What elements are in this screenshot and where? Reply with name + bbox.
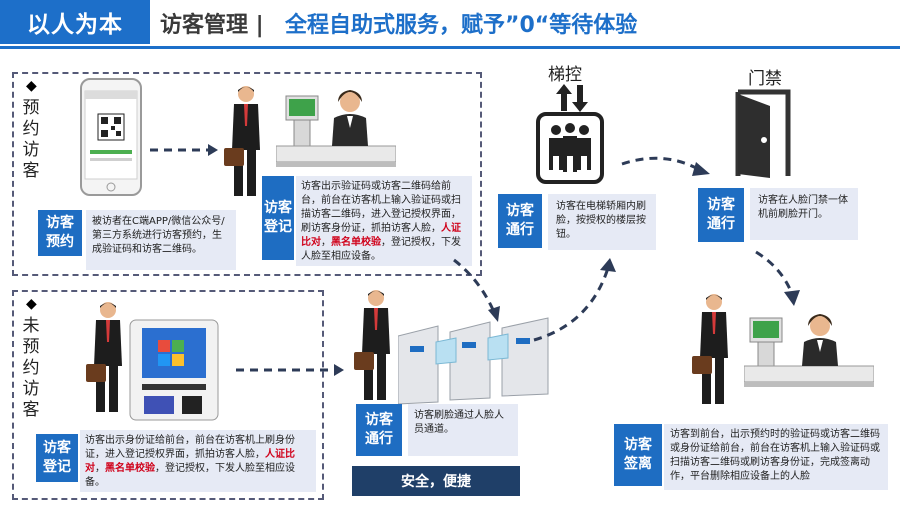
reserved-section-title: 预 约 访 客 xyxy=(22,98,40,182)
reserved-title-char: 客 xyxy=(22,161,40,182)
elevator-icon xyxy=(536,112,604,184)
label-line: 访客 xyxy=(707,196,735,215)
page-title: 访客管理 | xyxy=(160,7,264,39)
label-line: 登记 xyxy=(264,218,292,237)
label-line: 访客 xyxy=(624,436,652,455)
step-label-pass-door: 访客 通行 xyxy=(698,188,744,242)
step-label-reserve: 访客预约 xyxy=(38,210,82,256)
label-line: 访客 xyxy=(365,411,393,430)
receptionist-icon xyxy=(328,88,372,148)
step-desc-register-unreserved: 访客出示身份证给前台，前台在访客机上刷身份证，进入登记授权界面，抓拍访客人脸，人… xyxy=(80,430,316,492)
flow-arrow xyxy=(530,254,620,346)
step-label-pass-elevator: 访客 通行 xyxy=(498,194,542,248)
reserved-bullet: ◆ xyxy=(26,78,37,94)
title-divider xyxy=(0,46,900,49)
label-line: 访客 xyxy=(506,202,534,221)
label-line: 签离 xyxy=(624,455,652,474)
label-line: 通行 xyxy=(707,215,735,234)
businessman-icon xyxy=(352,288,396,408)
highlight-blacklist-check: 黑名单校验 xyxy=(105,463,155,474)
step-label-register-reserved: 访客 登记 xyxy=(262,176,294,260)
desc-text: 访客出示验证码或访客二维码给前台，前台在访客机上输入验证码或扫描访客二维码，进入… xyxy=(301,181,461,234)
step-label-checkout: 访客 签离 xyxy=(614,424,662,486)
unreserved-bullet: ◆ xyxy=(26,296,37,312)
flow-arrow xyxy=(450,256,510,326)
page-subtitle: 全程自助式服务，赋予”0“等待体验 xyxy=(285,7,637,39)
label-line: 访客 xyxy=(43,439,71,458)
flow-arrow xyxy=(234,362,346,378)
step-label-register-unreserved: 访客 登记 xyxy=(36,434,78,482)
label-line: 通行 xyxy=(365,430,393,449)
desc-sep: ， xyxy=(321,237,331,248)
reserved-title-char: 预 xyxy=(22,98,40,119)
unreserved-title-char: 预 xyxy=(22,337,40,358)
label-line: 访客 xyxy=(46,215,74,231)
step-desc-reserve: 被访者在C端APP/微信公众号/第三方系统进行访客预约，生成验证码和访客二维码。 xyxy=(86,210,236,270)
desc-sep: ， xyxy=(95,463,105,474)
step-desc-checkout: 访客到前台，出示预约时的验证码或访客二维码或身份证给前台，前台在访客机上输入验证… xyxy=(664,424,888,490)
unreserved-title-char: 约 xyxy=(22,358,40,379)
label-line: 登记 xyxy=(43,458,71,477)
header-tag: 以人为本 xyxy=(0,0,150,44)
unreserved-title-char: 访 xyxy=(22,379,40,400)
label-line: 通行 xyxy=(506,221,534,240)
door-caption: 门禁 xyxy=(748,64,782,89)
unreserved-title-char: 客 xyxy=(22,400,40,421)
kiosk-icon xyxy=(128,318,222,422)
desc-text: 访客出示身份证给前台，前台在访客机上刷身份证，进入登记授权界面，抓拍访客人脸， xyxy=(85,435,295,460)
door-icon xyxy=(730,88,794,180)
businessman-icon xyxy=(222,84,266,204)
reserved-title-char: 访 xyxy=(22,140,40,161)
step-desc-pass-door: 访客在人脸门禁一体机前刷脸开门。 xyxy=(750,188,858,240)
receptionist-icon xyxy=(798,312,842,368)
safe-banner: 安全，便捷 xyxy=(352,466,520,496)
businessman-icon xyxy=(690,292,734,412)
unreserved-section-title: 未 预 约 访 客 xyxy=(22,316,40,421)
up-down-arrow-icon xyxy=(554,84,590,112)
unreserved-title-char: 未 xyxy=(22,316,40,337)
step-label-pass-gate: 访客 通行 xyxy=(356,404,402,456)
label-line: 访客 xyxy=(264,199,292,218)
elevator-caption: 梯控 xyxy=(548,60,582,85)
phone-qr-icon xyxy=(80,78,142,196)
label-line: 预约 xyxy=(46,234,74,250)
step-desc-register-reserved: 访客出示验证码或访客二维码给前台，前台在访客机上输入验证码或扫描访客二维码，进入… xyxy=(296,176,472,266)
flow-arrow xyxy=(752,248,808,308)
highlight-blacklist-check: 黑名单校验 xyxy=(331,237,381,248)
step-desc-pass-elevator: 访客在电梯轿厢内刷脸，按授权的楼层按钮。 xyxy=(548,194,656,250)
step-desc-pass-gate: 访客刷脸通过人脸人员通道。 xyxy=(408,404,518,456)
businessman-icon xyxy=(84,300,128,420)
flow-arrow xyxy=(618,150,714,180)
flow-arrow xyxy=(148,142,220,158)
reserved-title-char: 约 xyxy=(22,119,40,140)
